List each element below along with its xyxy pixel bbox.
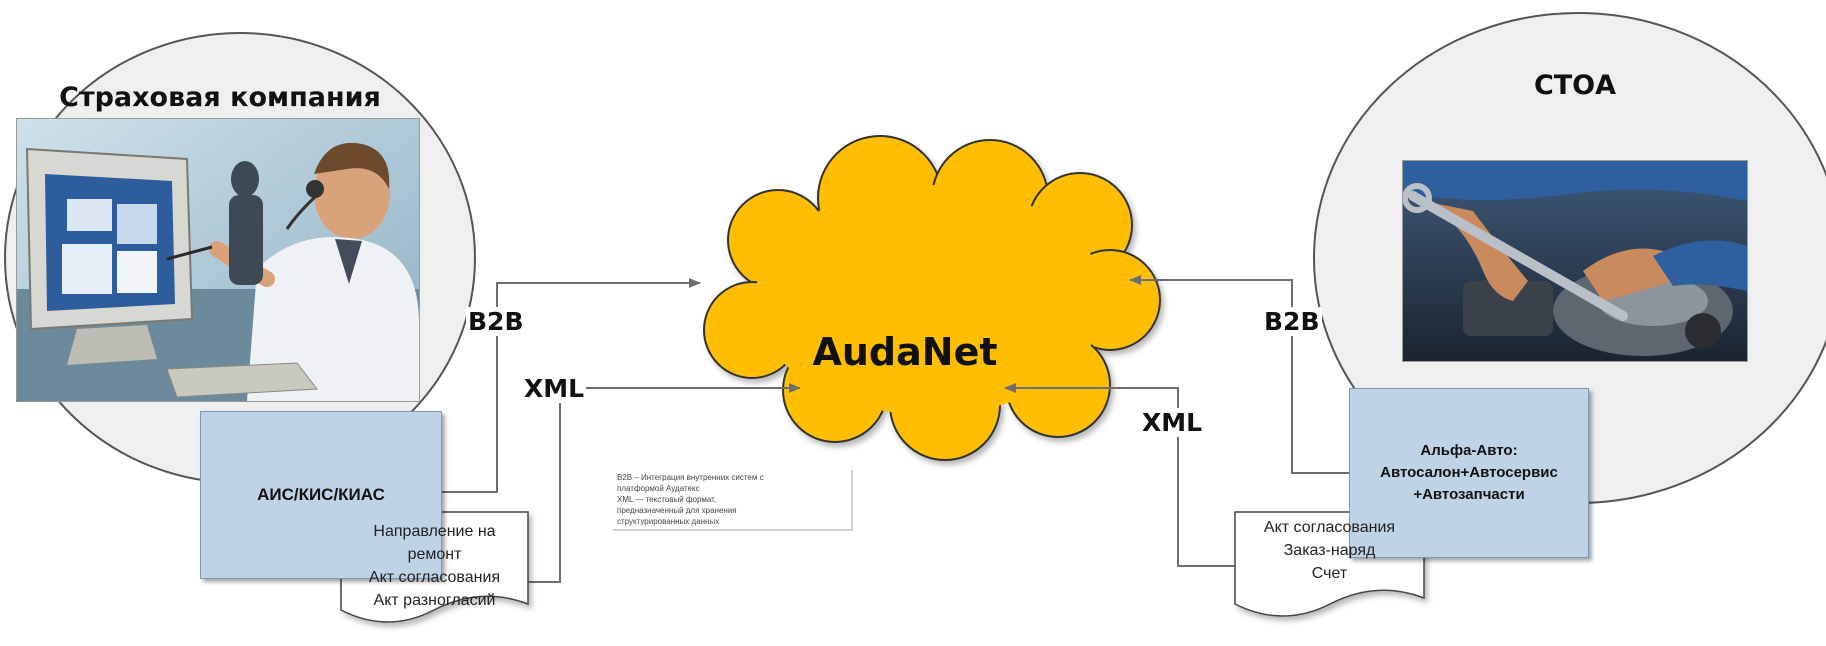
list-item: Акт согласования: [1263, 519, 1396, 536]
right-xml-label: XML: [1140, 408, 1205, 437]
left-b2b-label: B2B: [466, 307, 526, 336]
note-line: платформой Аудатекс: [617, 484, 700, 493]
service-title: СТОА: [1533, 70, 1617, 101]
list-item: Заказ-наряд: [1283, 542, 1376, 559]
insurer-system-box: АИС/КИС/КИАС: [200, 411, 442, 579]
list-item: Счет: [1311, 565, 1348, 582]
list-item: Акт разногласий: [373, 592, 496, 609]
insurer-system-label: АИС/КИС/КИАС: [257, 485, 385, 504]
service-system-line: Альфа-Авто:: [1420, 442, 1518, 459]
right-b2b-connector: [1129, 275, 1349, 474]
right-xml-connector: [1004, 383, 1244, 567]
left-xml-connector: [528, 383, 801, 583]
service-system-box: Альфа-Авто: Автосалон+Автосервис +Автоза…: [1349, 388, 1589, 558]
service-system-line: +Автозапчасти: [1413, 486, 1525, 503]
audanet-label: AudaNet: [812, 330, 998, 374]
note-line: B2B – Интеграция внутренних систем с: [617, 473, 764, 482]
insurer-photo: [16, 118, 420, 402]
list-item: Направление на: [373, 523, 496, 540]
note-line: структурированных данных: [617, 517, 720, 526]
service-system-line: Автосалон+Автосервис: [1380, 464, 1558, 481]
list-item: ремонт: [407, 546, 462, 563]
right-b2b-label: B2B: [1262, 307, 1322, 336]
service-document-list: Акт согласования Заказ-наряд Счет: [1235, 516, 1424, 585]
left-xml-label: XML: [522, 374, 587, 403]
left-b2b-connector: [440, 278, 701, 493]
insurer-title: Страховая компания: [59, 82, 381, 113]
note-line: XML — текстовый формат,: [617, 495, 717, 504]
note-line: предназначенный для хранения: [617, 506, 737, 515]
service-photo: [1402, 160, 1748, 362]
insurer-document-list: Направление на ремонт Акт согласования А…: [341, 520, 528, 612]
legend-note: B2B – Интеграция внутренних систем с пла…: [613, 470, 853, 531]
list-item: Акт согласования: [368, 569, 501, 586]
